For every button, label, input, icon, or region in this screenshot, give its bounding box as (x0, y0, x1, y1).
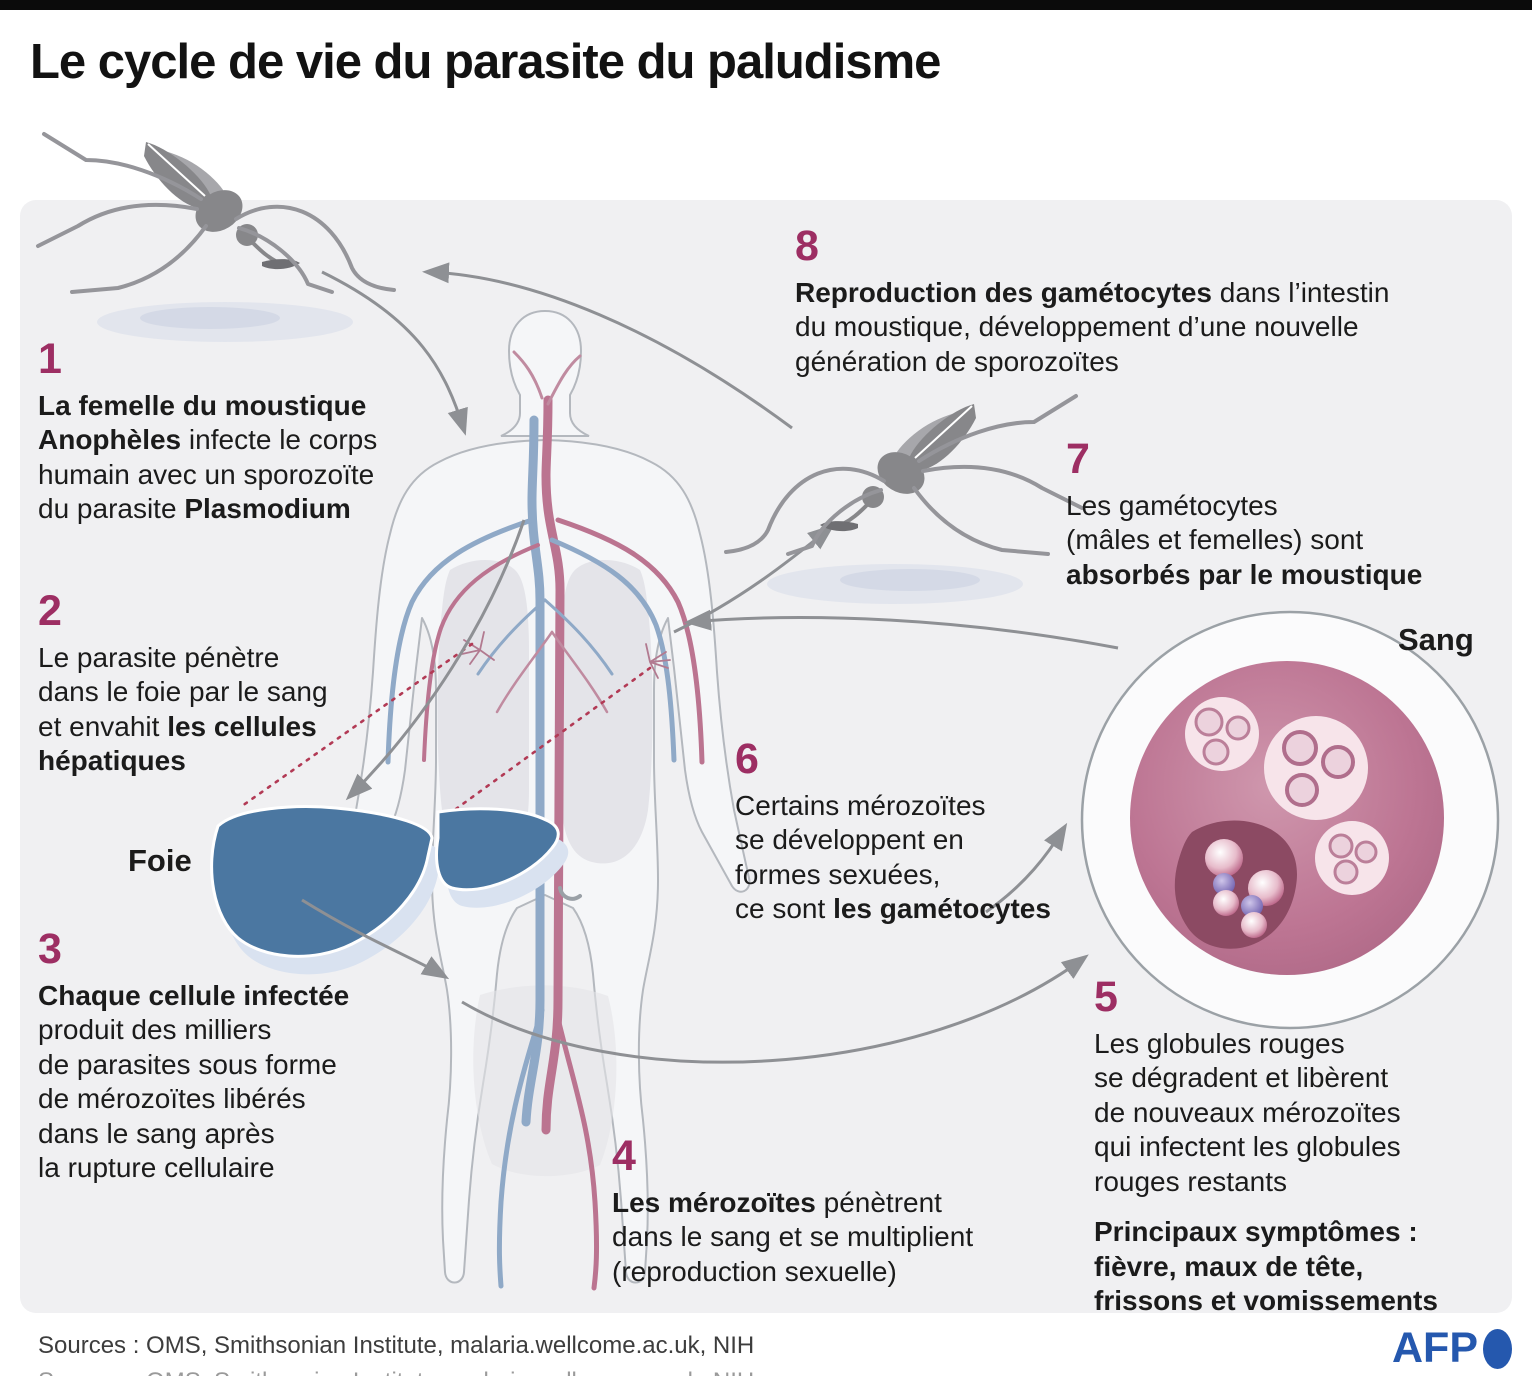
step-number: 7 (1066, 435, 1090, 483)
mosquito-icon (36, 132, 396, 344)
cycle-arrows (301, 262, 1119, 1064)
sources-line-clipped: Sources : OMS, Smithsonian Institute, ma… (38, 1368, 754, 1376)
step-number: 6 (735, 735, 759, 783)
step-6: 6 Certains mérozoïtes se développent en … (735, 738, 1095, 927)
afp-logo-text: AFP (1392, 1324, 1478, 1372)
step-1: 1 La femelle du moustique Anophèles infe… (38, 338, 418, 527)
symptoms-text: Principaux symptômes : fièvre, maux de t… (1094, 1216, 1438, 1317)
step-number: 5 (1094, 973, 1118, 1021)
step-number: 4 (612, 1132, 636, 1180)
step-7: 7 Les gamétocytes (mâles et femelles) so… (1066, 438, 1466, 592)
step-number: 8 (795, 222, 819, 270)
step-4: 4 Les mérozoïtes pénètrent dans le sang … (612, 1135, 1052, 1289)
afp-logo: AFP (1392, 1324, 1512, 1376)
step-3: 3 Chaque cellule infectée produit des mi… (38, 928, 408, 1186)
liver-zoom-dotted-lines (240, 642, 652, 824)
step-number: 3 (38, 925, 62, 973)
step-2: 2 Le parasite pénètre dans le foie par l… (38, 590, 398, 779)
step-text: Certains mérozoïtes se développent en fo… (735, 790, 1051, 925)
liver-label: Foie (128, 843, 192, 878)
step-text: Reproduction des gamétocytes dans l’inte… (795, 277, 1390, 377)
page-title: Le cycle de vie du parasite du paludisme (30, 35, 941, 89)
step-text: Chaque cellule infectée produit des mill… (38, 980, 350, 1184)
step-text: La femelle du moustique Anophèles infect… (38, 390, 378, 525)
step-text: Les globules rouges se dégradent et libè… (1094, 1028, 1401, 1197)
afp-logo-dot (1483, 1328, 1512, 1369)
step-number: 1 (38, 335, 62, 383)
blood-label: Sang (1398, 622, 1474, 657)
step-5: 5 Les globules rouges se dégradent et li… (1094, 976, 1494, 1319)
blood-cell-illustration (1080, 610, 1500, 1030)
step-8: 8 Reproduction des gamétocytes dans l’in… (795, 225, 1455, 379)
mosquito-icon (724, 394, 1084, 606)
sources-line: Sources : OMS, Smithsonian Institute, ma… (38, 1332, 755, 1359)
top-black-bar (0, 0, 1532, 10)
step-text: Les gamétocytes (mâles et femelles) sont… (1066, 490, 1423, 590)
step-text: Le parasite pénètre dans le foie par le … (38, 642, 328, 777)
step-number: 2 (38, 587, 62, 635)
step-text: Les mérozoïtes pénètrent dans le sang et… (612, 1187, 974, 1287)
liver-icon (210, 805, 582, 975)
